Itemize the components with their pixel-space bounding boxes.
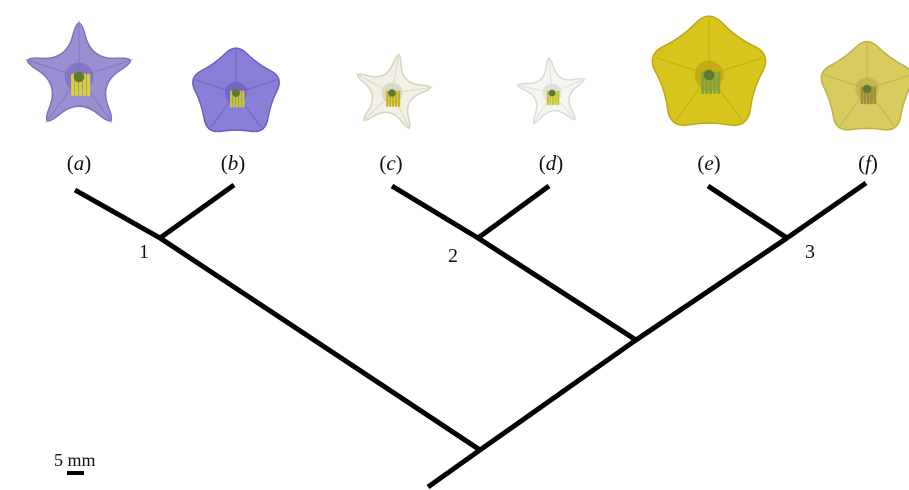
tree-branches (73, 180, 868, 490)
flower-anther-f (873, 86, 877, 105)
node-labels: 1 2 3 (139, 241, 815, 267)
tip-label-d: (d) (539, 151, 564, 175)
flower-anther-c (394, 90, 398, 107)
flower-anther-c (397, 90, 401, 107)
flower-image-d (516, 56, 586, 125)
flower-anther-e (713, 71, 717, 95)
flower-center-e (703, 69, 715, 81)
branch-tip-a (73, 187, 162, 241)
flower-anther-b (239, 90, 242, 108)
branch-tip-d (476, 183, 551, 241)
flower-anther-f (860, 86, 864, 105)
branch-tip-f (785, 180, 868, 241)
flower-images (25, 15, 909, 133)
branch-tip-c (390, 183, 480, 241)
node-label-1: 1 (139, 241, 149, 263)
flower-anther-d (554, 90, 557, 106)
tip-label-c: (c) (379, 151, 402, 175)
tip-label-f: (f) (858, 151, 878, 175)
flower-image-a (25, 20, 133, 123)
scale-bar-line (67, 471, 84, 475)
flower-anther-d (546, 90, 549, 106)
tip-label-e: (e) (697, 151, 720, 175)
tip-label-b: (b) (221, 151, 246, 175)
flower-image-e (651, 15, 767, 127)
flower-anther-b (242, 90, 245, 108)
node-label-2: 2 (448, 245, 458, 267)
flower-center-c (388, 89, 396, 97)
branch-node-2 (476, 235, 638, 343)
branch-tip-e (706, 183, 789, 241)
branch-node-3 (634, 235, 789, 343)
scale-bar: 5 mm (54, 450, 96, 475)
flower-image-f (820, 40, 909, 131)
flower-image-b (192, 47, 280, 133)
flower-anther-a (71, 73, 75, 97)
branch-node-1 (158, 235, 482, 453)
node-label-3: 3 (805, 241, 815, 263)
flower-image-c (355, 52, 433, 130)
flower-anther-a (83, 73, 87, 97)
tip-label-a: (a) (67, 151, 92, 175)
flower-center-b (232, 89, 240, 97)
flower-anther-e (716, 71, 721, 95)
branch-inner (478, 337, 638, 453)
branch-tip-b (158, 182, 236, 241)
flower-anther-d (557, 90, 560, 106)
flower-center-d (548, 89, 556, 97)
flower-anther-f (870, 86, 873, 105)
flower-anther-e (701, 71, 705, 95)
tip-labels: (a) (b) (c) (d) (e) (f) (67, 151, 878, 175)
scale-bar-label: 5 mm (54, 450, 96, 470)
flower-anther-b (230, 90, 233, 108)
flower-anther-a (86, 73, 91, 97)
flower-center-f (862, 84, 872, 94)
branch-root (426, 447, 482, 490)
flower-center-a (73, 71, 85, 83)
flower-anther-c (386, 90, 389, 107)
